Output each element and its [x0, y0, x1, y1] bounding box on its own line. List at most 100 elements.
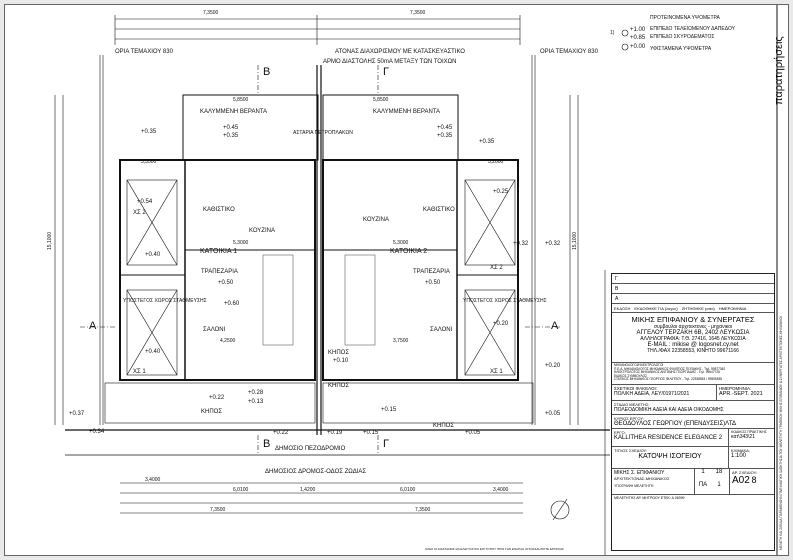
dim-house-right: 5,3000: [393, 240, 409, 246]
bedroom-left: ΚΑΘΙΣΤΙΚΟ: [203, 207, 235, 213]
plot-boundary-right: ΟΡΙΑ ΤΕΜΑΧΙΟΥ 830: [540, 49, 598, 55]
dim-bottom-3: 1,4200: [300, 487, 316, 493]
scale: 1:100: [731, 453, 747, 459]
lvl-028: +0.28: [248, 390, 264, 396]
lvl-035-right: +0.35: [437, 133, 453, 139]
lvl-040-left-b: +0.40: [145, 349, 161, 355]
firm-phone: ΤΗΛ./ΦΑΧ 22358553, ΚΙΝΗΤΟ 99671166: [647, 348, 739, 354]
lvl-037: +0.37: [69, 411, 85, 417]
legend-level-1-text: ΕΠΙΠΕΔΟ ΤΕΛΕΙΩΜΕΝΟΥ ΔΑΠΕΔΟΥ: [650, 26, 736, 32]
rev-a: Α: [615, 296, 619, 302]
rev-col-requested: ΖΗΤΗΘΗΚΕ (απο): [681, 306, 715, 311]
lvl-022-b: +0.22: [273, 430, 289, 436]
lvl-019: +0.19: [327, 430, 343, 436]
firm-email: E-MAIL : mikise @ logosnet.cy.net: [647, 342, 739, 348]
lvl-015-b: +0.15: [381, 407, 397, 413]
dim-bottom-7: 7,3500: [415, 507, 431, 513]
dining-right: ΤΡΑΠΕΖΑΡΙΑ: [413, 269, 450, 275]
covered-veranda-left: ΚΑΛΥΜΜΕΝΗ ΒΕΡΑΝΤΑ: [200, 109, 268, 115]
living-left: ΣΑΛΟΝΙ: [203, 327, 226, 333]
lvl-025-right: +0.25: [493, 189, 509, 195]
pa-no: 1: [717, 481, 721, 488]
dim-side-left: 15,1000: [47, 231, 53, 250]
bottom-note: ΟΛΕΣ ΟΙ ΔΙΑΣΤΑΣΕΙΣ ΘΑ ΕΛΕΓΧΟΝΤΑΙ ΕΠΙ ΤΟΠ…: [425, 547, 564, 551]
kitchen-right: ΚΟΥΖΙΝΑ: [363, 217, 389, 223]
client-label: ΚΥΡΙΟΣ ΕΡΓΟΥ:: [614, 416, 644, 421]
lvl-040-left: +0.40: [145, 252, 161, 258]
lvl-013: +0.13: [248, 399, 264, 405]
drawing-no-label: ΑΡ. ΣΧΕΔΙΟΥ:: [732, 470, 758, 475]
lvl-050-left: +0.50: [218, 280, 234, 286]
stone-tiles: ΑΣΤΑΡΙΑ ΠΕΤΡΟΠΛΑΚΩΝ: [293, 130, 353, 136]
dim-bottom-1: 3,4000: [145, 477, 161, 483]
stage: ΠΟΛΕΟΔΟΜΙΚΗ ΑΔΕΙΑ ΚΑΙ ΑΔΕΙΑ ΟΙΚΟΔΟΜΗΣ: [614, 407, 724, 413]
project: KALLITHEA RESIDENCE ELEGANCE 2: [614, 435, 723, 441]
house-1-label: ΚΑΤΟΙΚΙΑ 1: [200, 248, 238, 255]
garden-2: ΚΗΠΟΣ: [328, 350, 350, 356]
lvl-015-a: +0.15: [363, 430, 379, 436]
xs1-right: ΧΣ 1: [490, 369, 503, 375]
related-files: ΠΟΛ/ΚΗ ΑΔΕΙΑ, ΛΕΥ/01971/2021: [614, 391, 690, 397]
dim-top-3-20: 3,2000: [488, 159, 504, 165]
firm-name: ΜΙΚΗΣ ΕΠΙΦΑΝΙΟΥ & ΣΥΝΕΡΓΑΤΕΣ: [631, 315, 755, 324]
related-files-label: ΣΧΕΤΙΚΟΙ ΦΑΚΕΛΟΙ:: [614, 386, 658, 391]
date-label: ΗΜΕΡΟΜΗΝΙΑ:: [719, 386, 752, 391]
dim-top-3-35: 3,3500: [141, 159, 157, 165]
stage-label: ΣΤΑΔΙΟ ΜΕΛΕΤΗΣ:: [614, 402, 650, 407]
sheet-no: 1: [701, 469, 705, 475]
firm-subtitle: συμβουλοι αρχιτεκτονες - μηχανικοι: [653, 324, 733, 330]
firm-mail-address: ΑΛΛΗΛΟΓΡΑΦΙΑ: Τ.Θ. 27416, 1645 ΛΕΥΚΩΣΙΑ: [640, 336, 746, 342]
legend-existing-value: +0.00: [630, 44, 646, 50]
dim-bottom-6: 7,3500: [210, 507, 226, 513]
rev-col-reason: ΕΚΔΟΘΗΚΕ ΓΙΑ (λογος): [634, 306, 678, 311]
rev-col-issue: ΕΚΔΟΣΗ: [614, 306, 631, 311]
lvl-054: +0.54: [137, 199, 153, 205]
lvl-045-right: +0.45: [437, 125, 453, 131]
covered-veranda-right: ΚΑΛΥΜΜΕΝΗ ΒΕΡΑΝΤΑ: [373, 109, 441, 115]
firm-address: ΑΓΓΕΛΟΥ ΤΕΡΖΑΚΗ 6Β, 2402 ΛΕΥΚΩΣΙΑ: [636, 330, 750, 336]
client: ΘΕΟΔΟΥΛΟΣ ΓΕΩΡΓΙΟΥ (ΕΠΕΝΔΥΣΕΙΣ)ΛΤΔ: [614, 421, 736, 427]
garden-1: ΚΗΠΟΣ: [201, 409, 223, 415]
dim-veranda-left: 5,8500: [233, 97, 249, 103]
rev-g: Γ: [615, 276, 618, 282]
drawing-no: A02: [732, 475, 750, 486]
dim-bottom-4: 6,0100: [400, 487, 416, 493]
date: APR.-SEPT. 2021: [719, 391, 763, 397]
dining-left: ΤΡΑΠΕΖΑΡΙΑ: [201, 269, 238, 275]
title-block: Γ Β Α ΕΚΔΟΣΗ ΕΚΔΟΘΗΚΕ ΓΙΑ (λογος) ΖΗΤΗΘΗ…: [611, 273, 775, 551]
side-label: παρατηρήσεις: [773, 36, 785, 105]
drawing-title-label: ΤΙΤΛΟΣ ΣΧΕΔΙΟΥ:: [614, 448, 648, 453]
lvl-005-a: +0.05: [465, 430, 481, 436]
dim-bottom-2: 6,0100: [233, 487, 249, 493]
parking-left: ΥΠΟΣΤΕΓΟΣ ΧΩΡΟΣ ΣΤΑΘΜΕΥΣΗΣ: [123, 298, 207, 304]
copyright-vertical-note: ΜΕΛΕΤΗ ΚΑΙ ΣΧΕΔΙΑ ΠΑΡΑΜΕΝΟΥΝ ΠΝΕΥΜΑΤΙΚΗ …: [779, 316, 783, 550]
legend-level-2-text: ΕΠΙΠΕΔΟ ΣΚΥΡΟΔΕΜΑΤΟΣ: [650, 34, 715, 40]
lvl-045-left: +0.45: [223, 125, 239, 131]
section-a-right: Α: [551, 320, 559, 332]
legend-marker: 1): [610, 30, 615, 36]
lvl-050-right: +0.50: [425, 280, 441, 286]
section-g-bottom: Γ: [383, 438, 390, 450]
section-a-left: Α: [89, 320, 97, 332]
scale-label: ΚΛΙΜΑΚΑ:: [731, 448, 750, 453]
rev-b: Β: [615, 286, 619, 292]
lvl-035-left: +0.35: [223, 133, 239, 139]
engineers-5: ΣΤΑΤΙΚΟΣ ΜΗΧΑΝΙΚΟΣ ΓΕΩΡΓΙΟΣ ΦΙΛΙΠΠΟΥ - Τ…: [614, 377, 723, 382]
drawing-title: ΚΑΤΟΨΗ ΙΣΟΓΕΙΟΥ: [638, 453, 702, 460]
designer-role: ΑΡΧΙΤΕΚΤΟΝΑΣ-ΜΗΧΑΝΙΚΟΣ: [614, 476, 670, 481]
lvl-035-outer-left: +0.35: [141, 129, 157, 135]
lvl-020-right: +0.20: [493, 321, 509, 327]
section-b-top: Β: [263, 66, 271, 78]
lvl-020-edge: +0.20: [545, 363, 561, 369]
bedroom-right: ΚΑΘΙΣΤΙΚΟ: [423, 207, 455, 213]
dim-living-left: 4,2500: [220, 338, 236, 344]
top-dim-left: 7,3500: [203, 10, 219, 16]
drawing-no-of: 8: [751, 475, 757, 485]
drawing-sheet: ΠΡΟΤΕΙΝΟΜΕΝΑ ΥΨΟΜΕΤΡΑ 1) +1.00 ΕΠΙΠΕΔΟ Τ…: [4, 4, 789, 556]
joint-note-1: ΑΤΟΝΑΣ ΔΙΑΧΩΡΙΣΜΟΥ ΜΕ ΚΑΤΑΣΚΕΥΑΣΤΙΚΟ: [335, 49, 465, 55]
xs2-left: ΧΣ 2: [133, 210, 146, 216]
code-label: ΚΩΔΙΚΟΣ ΠΡΑΚΤΙΚΗΣ: [731, 430, 767, 434]
house-2-label: ΚΑΤΟΙΚΙΑ 2: [390, 248, 428, 255]
pa-label: ΠΑ: [698, 481, 708, 488]
engineers-4: ΕΙΔΙΚΟΣ ΣΥΜΒΟΥΛΟΣ: [614, 373, 648, 378]
